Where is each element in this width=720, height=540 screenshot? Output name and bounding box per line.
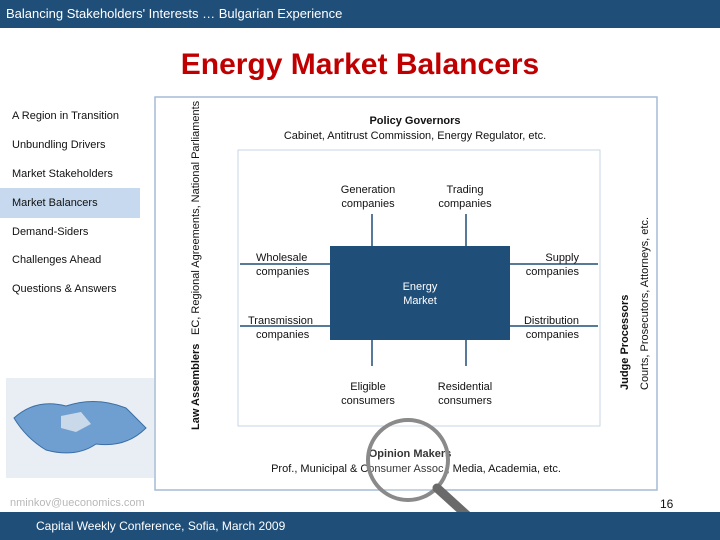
region-map-image (6, 378, 154, 478)
energy-market-label-1: Energy (403, 281, 438, 293)
supply-companies-1: Supply (545, 252, 579, 264)
law-assemblers-title: Law Assemblers (190, 344, 202, 430)
transmission-companies-1: Transmission (248, 315, 313, 327)
nav-item-unbundling-drivers[interactable]: Unbundling Drivers (12, 139, 106, 151)
nav-item-challenges-ahead[interactable]: Challenges Ahead (12, 254, 102, 266)
law-assemblers-subtitle: EC, Regional Agreements, National Parlia… (190, 100, 202, 335)
policy-governors-title: Policy Governors (369, 115, 460, 127)
footer-bar: Capital Weekly Conference, Sofia, March … (0, 512, 720, 540)
eligible-consumers-1: Eligible (350, 381, 385, 393)
inner-frame (237, 149, 601, 427)
page-title: Energy Market Balancers (180, 48, 540, 81)
nav-item-region-in-transition[interactable]: A Region in Transition (12, 110, 120, 122)
trading-companies-2: companies (438, 198, 492, 210)
wholesale-companies-1: Wholesale (256, 252, 307, 264)
author-email: nminkov@ueconomics.com (10, 497, 145, 509)
transmission-companies-2: companies (256, 329, 310, 341)
opinion-makers-title: Opinion Makers (369, 448, 452, 460)
residential-consumers-1: Residential (438, 381, 492, 393)
judge-processors-title: Judge Processors (619, 295, 631, 390)
nav-item-market-balancers[interactable]: Market Balancers (12, 197, 98, 209)
nav-item-market-stakeholders[interactable]: Market Stakeholders (12, 168, 113, 180)
opinion-makers-subtitle: Prof., Municipal & Consumer Assoc., Medi… (271, 463, 561, 475)
nav-item-questions-answers[interactable]: Questions & Answers (12, 283, 117, 295)
generation-companies-2: companies (341, 198, 395, 210)
page-number: 16 (660, 497, 674, 511)
distribution-companies-2: companies (526, 329, 580, 341)
generation-companies-1: Generation (341, 184, 395, 196)
region-map-drawing (13, 401, 147, 454)
distribution-companies-1: Distribution (524, 315, 579, 327)
judge-processors-subtitle: Courts, Prosecutors, Attorneys, etc. (639, 217, 651, 390)
eligible-consumers-2: consumers (341, 395, 395, 407)
wholesale-companies-2: companies (256, 266, 310, 278)
presentation-title: Balancing Stakeholders' Interests … Bulg… (6, 6, 343, 21)
policy-governors-subtitle: Cabinet, Antitrust Commission, Energy Re… (284, 130, 546, 142)
energy-market-box (330, 246, 510, 340)
trading-companies-1: Trading (447, 184, 484, 196)
energy-market-label-2: Market (403, 295, 437, 307)
nav-active-highlight (0, 188, 140, 218)
residential-consumers-2: consumers (438, 395, 492, 407)
header-bar: Balancing Stakeholders' Interests … Bulg… (0, 0, 720, 28)
magnifier-lens (366, 418, 450, 502)
nav-item-demand-siders[interactable]: Demand-Siders (12, 226, 89, 238)
conference-label: Capital Weekly Conference, Sofia, March … (36, 519, 286, 533)
supply-companies-2: companies (526, 266, 580, 278)
